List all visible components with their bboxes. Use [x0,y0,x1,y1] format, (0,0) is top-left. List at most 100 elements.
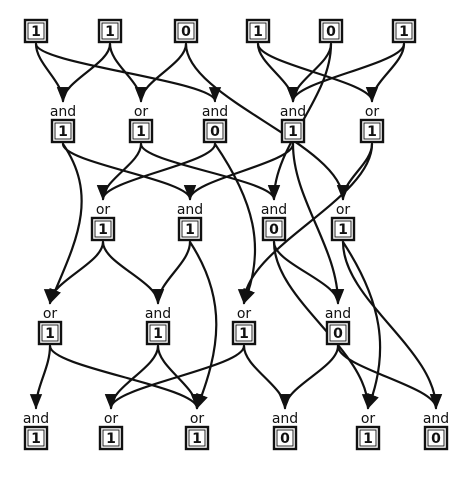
value-box [202,118,228,144]
value-box [318,18,344,44]
edge-g1_2-to-g3_2 [213,142,257,305]
value-box-inner-border [54,122,72,140]
value-box [128,118,154,144]
value-box [280,118,306,144]
value-box [355,425,381,451]
node-value: 0 [431,431,441,447]
gate-op-label: or [190,411,205,427]
edge-g2_3-to-g4_5 [341,240,443,410]
edge-g1_3-to-g3_3 [291,142,345,305]
gate-op-label: or [96,202,111,218]
gate-node-g4_4: or1 [355,411,381,451]
value-box-inner-border [359,429,377,447]
node-value: 1 [31,431,41,447]
gate-op-label: or [365,104,380,120]
node-value: 1 [399,24,409,40]
node-value: 0 [326,24,336,40]
value-box-inner-border [249,22,267,40]
value-box-inner-border [427,429,445,447]
gate-node-g3_2: or 1 [231,306,257,346]
value-box-inner-border [102,429,120,447]
edges [29,42,443,410]
input-node-in0: 1 [23,18,49,44]
value-box [98,425,124,451]
node-value: 1 [58,124,68,140]
value-box [231,320,257,346]
edge-g2_2-to-g4_4 [272,240,375,410]
edge-in1-to-g1_1 [108,42,148,103]
gate-op-label: and [280,104,306,120]
value-box [37,320,63,346]
value-box-inner-border [132,122,150,140]
node-value: 1 [31,24,41,40]
edge-g2_0-to-g3_1 [101,240,165,305]
node-value: 1 [367,124,377,140]
value-box-inner-border [334,220,352,238]
edge-in5-to-g1_3 [286,42,406,103]
gate-node-g4_2: or 1 [184,411,210,451]
value-box-inner-border [181,220,199,238]
value-box [23,425,49,451]
gate-node-g4_5: and 0 [423,411,449,451]
value-box-inner-border [235,324,253,342]
value-box-inner-border [149,324,167,342]
gate-op-label: and [23,411,49,427]
edge-g1_1-to-g2_2 [139,142,281,201]
value-box [391,18,417,44]
value-box [245,18,271,44]
node-value: 1 [192,431,202,447]
gate-node-g2_0: or1 [90,202,116,242]
gate-node-g1_2: and 0 [202,104,228,144]
value-box-inner-border [395,22,413,40]
value-box [173,18,199,44]
gate-op-label: or [237,306,252,322]
value-box-inner-border [265,220,283,238]
gate-node-g4_0: and 1 [23,411,49,451]
gate-op-label: or [104,411,119,427]
gate-node-g4_1: or 1 [98,411,124,451]
edge-in2-to-g2_3 [184,42,350,201]
gate-op-label: and [325,306,351,322]
gate-op-label: and [261,202,287,218]
value-box-inner-border [41,324,59,342]
input-node-in2: 0 [173,18,199,44]
edge-in5-to-g1_4 [365,42,406,103]
gate-op-label: or [336,202,351,218]
node-value: 0 [210,124,220,140]
edge-g1_3-to-g2_1 [183,142,295,201]
gate-op-label: and [177,202,203,218]
value-box [177,216,203,242]
value-box [330,216,356,242]
edge-in0-to-g1_0 [34,42,70,103]
value-box-inner-border [188,429,206,447]
gate-op-label: and [423,411,449,427]
node-value: 1 [105,24,115,40]
value-box-inner-border [206,122,224,140]
edge-g2_1-to-g4_2 [188,240,218,410]
value-box-inner-border [101,22,119,40]
gate-node-g3_0: or1 [37,306,63,346]
gate-op-label: and [202,104,228,120]
node-value: 0 [333,326,343,342]
node-value: 1 [45,326,55,342]
value-box [272,425,298,451]
gate-op-label: and [50,104,76,120]
gate-op-label: or [134,104,149,120]
value-box [359,118,385,144]
edge-g1_4-to-g3_2 [237,142,374,305]
value-box [145,320,171,346]
value-box-inner-border [284,122,302,140]
gate-node-g1_1: or1 [128,104,154,144]
gate-node-g3_3: and 0 [325,306,351,346]
node-value: 0 [280,431,290,447]
node-value: 1 [106,431,116,447]
input-node-in5: 1 [391,18,417,44]
edge-g2_3-to-g4_4 [341,240,382,410]
value-box-inner-border [276,429,294,447]
node-value: 1 [239,326,249,342]
